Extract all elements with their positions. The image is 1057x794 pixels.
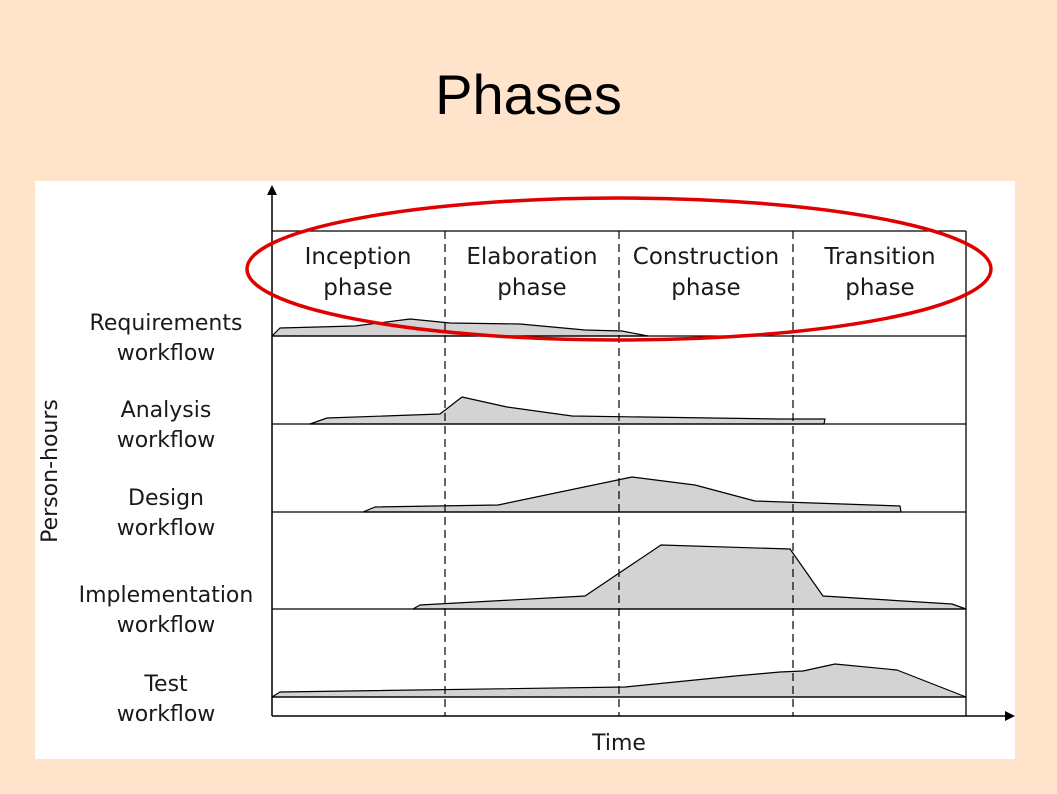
phase-highlight-ellipse bbox=[245, 196, 993, 342]
workflow-test-label: Test bbox=[143, 672, 188, 697]
phase-transition-label: Transition bbox=[823, 244, 935, 270]
workflow-labels: Requirements workflow Analysis workflow … bbox=[79, 311, 254, 727]
design-area bbox=[362, 476, 902, 513]
workflow-requirements-label: Requirements bbox=[90, 311, 243, 336]
workflow-requirements-label-line2: workflow bbox=[117, 341, 216, 366]
workflow-analysis-label-line2: workflow bbox=[117, 428, 216, 453]
phase-construction-label: Construction bbox=[633, 244, 779, 270]
phase-construction-label-line2: phase bbox=[671, 275, 740, 301]
requirements-area bbox=[271, 318, 649, 337]
workflow-implementation-label: Implementation bbox=[79, 583, 254, 608]
phase-dividers bbox=[444, 231, 794, 716]
phase-inception-label-line2: phase bbox=[323, 275, 392, 301]
implementation-area bbox=[412, 544, 967, 610]
analysis-area bbox=[309, 396, 826, 425]
workflow-analysis-label: Analysis bbox=[121, 398, 212, 423]
workflow-test-label-line2: workflow bbox=[117, 702, 216, 727]
x-axis-label: Time bbox=[591, 731, 646, 756]
phase-elaboration-label: Elaboration bbox=[466, 244, 597, 270]
phase-transition-label-line2: phase bbox=[845, 275, 914, 301]
phase-inception-label: Inception bbox=[305, 244, 412, 270]
phase-elaboration-label-line2: phase bbox=[497, 275, 566, 301]
y-axis-label: Person-hours bbox=[38, 399, 63, 543]
workflow-design-label: Design bbox=[128, 486, 204, 511]
slide-title: Phases bbox=[435, 63, 622, 126]
workflow-implementation-label-line2: workflow bbox=[117, 613, 216, 638]
workflow-phase-diagram: Person-hours Time Inception phase Elabor… bbox=[35, 181, 1015, 759]
phase-labels: Inception phase Elaboration phase Constr… bbox=[305, 244, 936, 301]
workflow-design-label-line2: workflow bbox=[117, 516, 216, 541]
